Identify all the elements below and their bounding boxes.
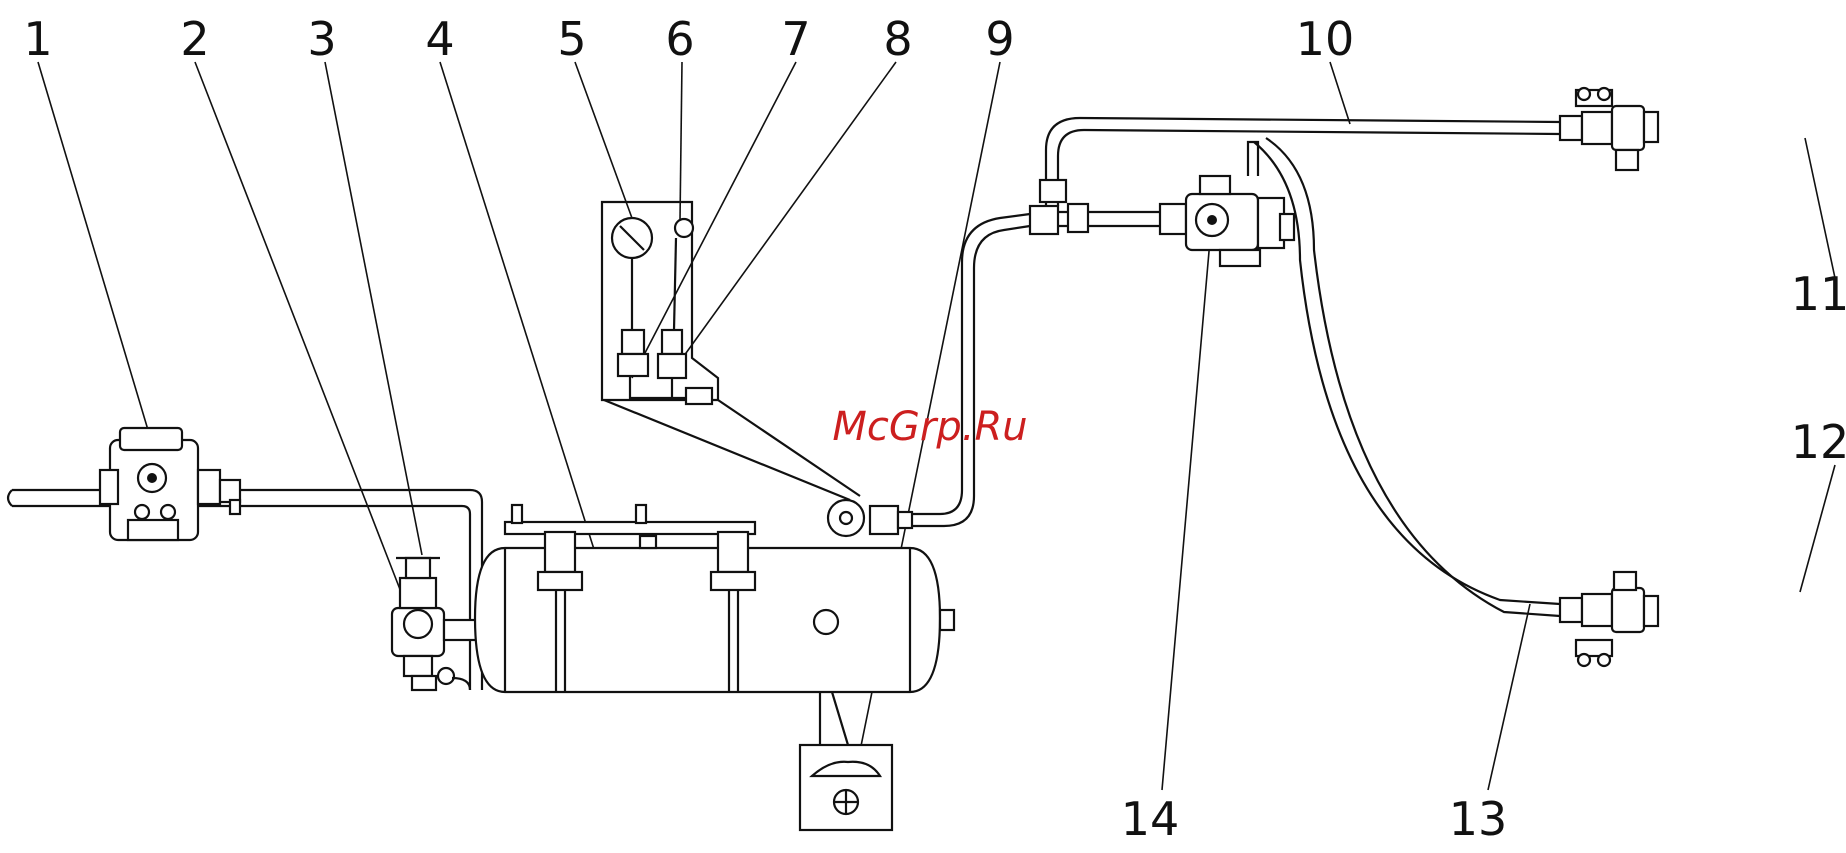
leader-14 — [1162, 240, 1210, 790]
leader-2 — [195, 62, 408, 610]
watermark: McGrp.Ru — [832, 404, 1027, 450]
instrument-panel — [602, 202, 860, 500]
callout-10: 10 — [1296, 12, 1355, 66]
leader-7 — [632, 62, 796, 378]
leader-6 — [680, 62, 682, 220]
leader-4 — [440, 62, 610, 600]
callout-2: 2 — [180, 12, 209, 66]
lower-coupling-line — [1254, 138, 1658, 666]
leader-13 — [1488, 604, 1530, 790]
callout-5: 5 — [557, 12, 586, 66]
drain-valve — [800, 692, 892, 830]
callout-1: 1 — [23, 12, 52, 66]
leader-3 — [325, 62, 422, 555]
callout-6: 6 — [665, 12, 694, 66]
leader-10 — [1330, 62, 1350, 124]
callout-14: 14 — [1121, 792, 1180, 846]
leader-11 — [1805, 138, 1835, 278]
indicator-lamp-icon — [675, 219, 693, 237]
callout-12: 12 — [1791, 415, 1846, 469]
callout-11: 11 — [1791, 267, 1846, 321]
callout-3: 3 — [307, 12, 336, 66]
callout-8: 8 — [883, 12, 912, 66]
control-valve — [1186, 142, 1294, 266]
callout-9: 9 — [985, 12, 1014, 66]
distribution-line — [828, 118, 1560, 536]
leader-12 — [1800, 465, 1835, 592]
leader-8 — [668, 62, 896, 378]
callout-7: 7 — [781, 12, 810, 66]
upper-coupling-line — [1560, 88, 1658, 170]
callout-4: 4 — [425, 12, 454, 66]
callout-13: 13 — [1449, 792, 1508, 846]
inlet-valve-assembly — [392, 558, 476, 690]
leader-1 — [38, 62, 148, 430]
leader-5 — [575, 62, 640, 240]
